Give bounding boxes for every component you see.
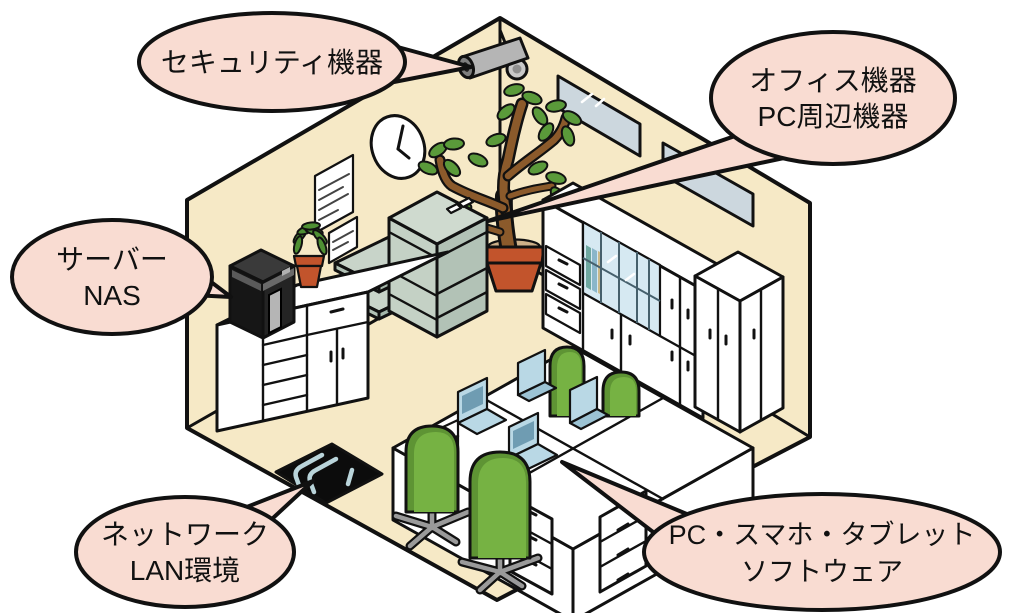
callout-label: NAS [83,280,141,311]
cabinet-lower-doors [610,313,632,375]
printer-top-face [387,190,489,246]
laptop-icon [516,348,558,403]
callout-bubble [74,495,296,609]
wall-posters [313,153,359,265]
callout-label: セキュリティ機器 [161,47,383,78]
callout-office-peripherals: オフィス機器 PC周辺機器 [486,30,957,223]
callout-label: ソフトウェア [741,557,903,587]
callout-server-nas: サーバー NAS [10,218,233,336]
cabinet-tall-unit [693,250,785,434]
desk-plant-icon [292,221,328,289]
server-slot [268,287,282,335]
callout-security: セキュリティ機器 [137,11,473,113]
callout-tail [486,124,786,223]
book-spine [586,245,591,290]
callout-tail [392,44,473,84]
sideboard-doors [329,327,345,406]
callout-bubble [10,218,214,336]
callout-label: サーバー [56,244,168,275]
pot-rim [482,245,546,265]
office-chair-back [601,370,641,418]
laptop-icon [568,375,610,431]
callout-network-lan: ネットワーク LAN環境 [74,479,315,609]
pot-body [485,261,543,293]
callout-label: LAN環境 [130,555,240,586]
printer-button [457,196,475,209]
cabinet-drawers [544,244,582,335]
office-chair-front [457,450,543,595]
callout-bubble [137,11,407,113]
laptop-icon [456,376,508,436]
callout-devices-software: PC・スマホ・タブレット ソフトウェア [560,460,1002,612]
cabinet-glass-doors [581,220,662,338]
callout-label: PC周辺機器 [758,101,909,132]
wall-poster [313,153,355,235]
book-spine [592,248,597,293]
callout-label: PC・スマホ・タブレット [669,520,976,550]
wall-poster [327,215,359,265]
callout-label: オフィス機器 [749,65,916,96]
window [556,74,642,158]
server-tower-icon [228,248,296,340]
wall-clock-icon [369,114,427,180]
callout-bubble [709,30,957,166]
wall-storage-cabinet [541,181,785,434]
callout-label: ネットワーク [101,519,269,550]
potted-tree-icon [417,83,583,293]
office-chair-front [391,424,473,551]
callout-bubble [642,492,1002,612]
printer-button [445,202,463,215]
callout-tail [560,460,696,547]
sideboard-drawers [261,333,309,407]
